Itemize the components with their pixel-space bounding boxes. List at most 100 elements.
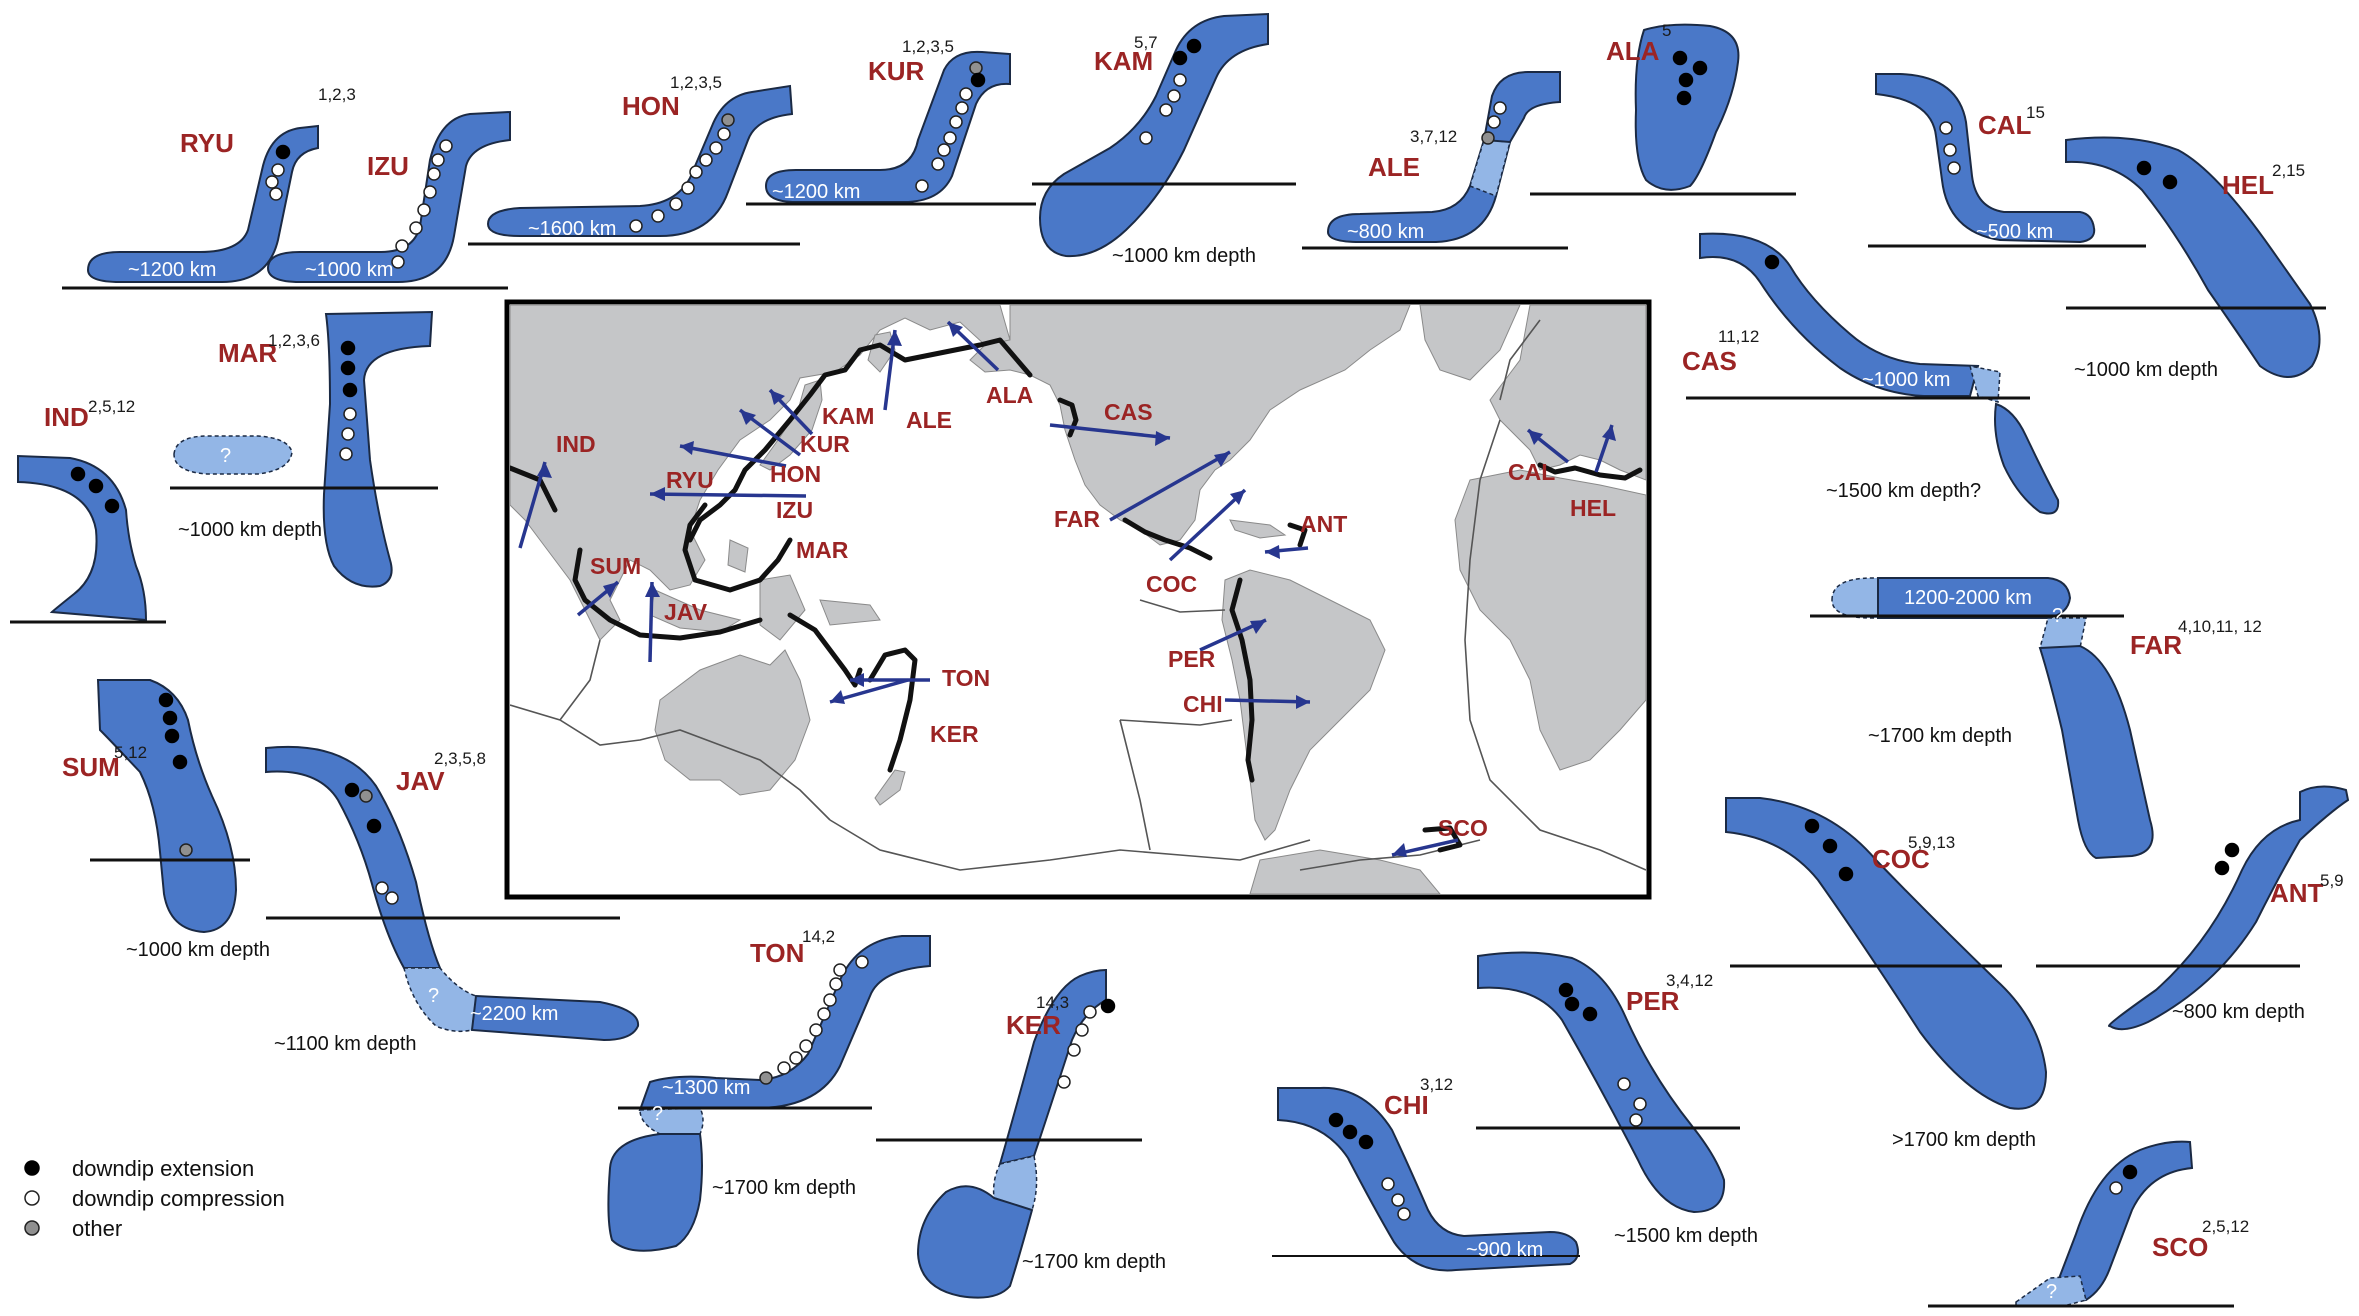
slab-refs: 14,3 xyxy=(1036,993,1069,1012)
slab-mar: ? MAR 1,2,3,6 ~1000 km depth xyxy=(170,310,438,588)
map-label-jav: JAV xyxy=(664,599,708,625)
slab-sco: ? SCO 2,5,12 xyxy=(1928,1140,2249,1308)
slab-refs: 1,2,3 xyxy=(318,85,356,104)
slab-refs: 3,4,12 xyxy=(1666,971,1713,990)
slab-refs: 4,10,11, 12 xyxy=(2178,617,2262,636)
land-australia xyxy=(654,649,811,796)
map-label-hel: HEL xyxy=(1570,495,1616,521)
slab-distance: ~900 km xyxy=(1466,1239,1543,1261)
slab-hel: HEL 2,15 ~1000 km depth xyxy=(2065,136,2326,381)
legend-label-extension: downdip extension xyxy=(72,1156,254,1181)
map-label-ale: ALE xyxy=(906,407,952,433)
slab-unknown-mark: ? xyxy=(220,445,231,467)
map-label-kam: KAM xyxy=(822,403,874,429)
slab-distance: ~1000 km xyxy=(1862,369,1950,391)
map-label-mar: MAR xyxy=(796,537,849,563)
plate-boundary xyxy=(559,639,601,721)
slab-kam: KAM 5,7 ~1000 km depth xyxy=(1032,12,1296,267)
slab-label: JAV xyxy=(396,766,445,796)
plate-boundary xyxy=(829,819,1311,871)
slab-distance: ~1600 km xyxy=(528,218,616,240)
slab-sum: SUM 5,12 ~1000 km depth xyxy=(62,679,270,961)
slab-depth: ~1000 km depth xyxy=(126,939,270,961)
map-label-sum: SUM xyxy=(590,553,641,579)
slab-distance: ~1200 km xyxy=(772,181,860,203)
land-kamchatka xyxy=(867,331,896,373)
slab-label: FAR xyxy=(2130,630,2182,660)
slab-refs: 1,2,3,5 xyxy=(902,37,954,56)
slab-label: COC xyxy=(1872,844,1930,874)
slab-refs: 1,2,3,5 xyxy=(670,73,722,92)
slab-unknown-mark: ? xyxy=(2052,605,2063,627)
slab-label: MAR xyxy=(218,338,277,368)
slab-unknown-mark: ? xyxy=(428,985,439,1007)
slab-jav: JAV 2,3,5,8 ~2200 km ? ~1100 km depth xyxy=(265,745,640,1055)
map-label-ind: IND xyxy=(556,431,596,457)
slab-unknown-mark: ? xyxy=(652,1103,663,1125)
land-antarctica xyxy=(1249,849,1441,894)
slab-refs: 3,7,12 xyxy=(1410,127,1457,146)
map-label-izu: IZU xyxy=(776,497,813,523)
map-label-per: PER xyxy=(1168,646,1216,672)
map-label-sco: SCO xyxy=(1438,815,1488,841)
slab-distance: 1200-2000 km xyxy=(1904,587,2032,609)
trench-central-america xyxy=(1122,517,1213,561)
plate-motion-arrows xyxy=(518,320,1616,857)
slab-depth: ~1100 km depth xyxy=(274,1033,417,1055)
trench-mediterranean xyxy=(1537,462,1643,481)
slab-refs: 5,9 xyxy=(2320,871,2344,890)
slab-label: SUM xyxy=(62,752,120,782)
slab-depth: ~1000 km depth xyxy=(178,519,322,541)
slab-refs: 3,12 xyxy=(1420,1075,1453,1094)
slab-label: IZU xyxy=(367,151,409,181)
slab-label: IND xyxy=(44,402,89,432)
slab-label: RYU xyxy=(180,128,234,158)
trench-scotia xyxy=(1422,825,1463,853)
slab-refs: 5 xyxy=(1662,21,1671,40)
map-label-ala: ALA xyxy=(986,382,1033,408)
slab-unknown-mark: ? xyxy=(2046,1281,2057,1303)
slab-label: ALE xyxy=(1368,152,1420,182)
map-label-ker: KER xyxy=(930,721,979,747)
slab-refs: 5,7 xyxy=(1134,33,1158,52)
slab-distance: ~500 km xyxy=(1976,221,2053,243)
slab-label: KAM xyxy=(1094,46,1153,76)
slab-cal: CAL 15 ~500 km xyxy=(1868,73,2146,248)
slab-refs: 11,12 xyxy=(1718,327,1759,346)
map-label-chi: CHI xyxy=(1183,691,1223,717)
slab-refs: 5,12 xyxy=(114,743,147,762)
slab-depth: ~1500 km depth xyxy=(1614,1225,1758,1247)
slab-refs: 2,5,12 xyxy=(2202,1217,2249,1236)
slab-label: ALA xyxy=(1606,36,1660,66)
slab-distance: ~800 km xyxy=(1347,221,1424,243)
trench-izu-mariana xyxy=(682,502,793,593)
map-label-ant: ANT xyxy=(1300,511,1347,537)
trench-west-pacific xyxy=(687,337,1033,543)
slab-per: PER 3,4,12 ~1500 km depth xyxy=(1476,951,1758,1247)
slab-hon: HON 1,2,3,5 ~1600 km xyxy=(468,73,800,246)
map-label-coc: COC xyxy=(1146,571,1197,597)
land-new-zealand xyxy=(874,769,906,806)
map-labels: IND KAM KUR HON RYU IZU MAR ALE ALA CAS … xyxy=(556,382,1616,841)
slab-label: KER xyxy=(1006,1010,1061,1040)
slab-ala: ALA 5 xyxy=(1530,21,1796,196)
map-label-cas: CAS xyxy=(1104,399,1153,425)
plate-boundary xyxy=(1119,719,1151,851)
slab-label: SCO xyxy=(2152,1232,2208,1262)
legend-symbol-black xyxy=(24,1160,40,1176)
slab-coc: COC 5,9,13 >1700 km depth xyxy=(1725,797,2048,1151)
slab-ker: KER 14,3 ~1700 km depth xyxy=(876,968,1166,1299)
slab-refs: 15 xyxy=(2026,103,2045,122)
legend-label-compression: downdip compression xyxy=(72,1186,285,1211)
slab-label: PER xyxy=(1626,986,1680,1016)
legend-label-other: other xyxy=(72,1216,122,1241)
trench-antilles xyxy=(1287,522,1308,548)
map-label-ton: TON xyxy=(942,665,990,691)
map-label-cal: CAL xyxy=(1508,459,1555,485)
legend-symbol-white xyxy=(24,1190,40,1206)
trench-indonesia xyxy=(510,465,763,641)
slab-depth: >1700 km depth xyxy=(1892,1129,2036,1151)
slab-label: KUR xyxy=(868,56,925,86)
land-africa xyxy=(1454,469,1646,771)
